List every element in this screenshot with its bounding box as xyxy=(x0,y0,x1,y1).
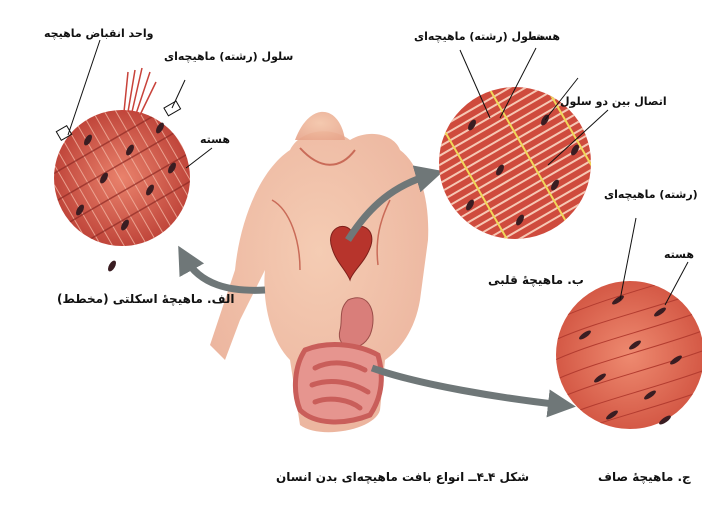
cardiac-nucleus-label: هسته xyxy=(530,30,560,43)
skeletal-muscle-circle xyxy=(8,40,238,286)
cardiac-caption: ب. ماهیچهٔ قلبی xyxy=(488,273,584,287)
skeletal-contractile-unit-label: واحد انقباض ماهیچه xyxy=(44,27,153,40)
intestines-icon xyxy=(295,345,381,422)
skeletal-cell-label: سلول (رشته) ماهیچه‌ای xyxy=(164,50,293,63)
arrow-to-smooth xyxy=(372,368,562,405)
skeletal-nucleus-label: هسته xyxy=(200,133,230,146)
figure-caption: شکل ۴ـ۴ــ انواع بافت ماهیچه‌ای بدن انسان xyxy=(276,470,529,484)
smooth-cell-label: سلول (رشته) ماهیچه‌ای xyxy=(604,188,702,201)
smooth-caption: ج. ماهیچهٔ صاف xyxy=(598,470,691,484)
human-torso-illustration xyxy=(210,112,428,432)
cardiac-junction-label: اتصال بین دو سلول xyxy=(560,95,667,108)
skeletal-caption: الف. ماهیچهٔ اسکلتی (مخطط) xyxy=(57,292,235,306)
cardiac-muscle-circle xyxy=(391,44,641,286)
smooth-nucleus-label: هسته xyxy=(664,248,694,261)
cardiac-cell-label: سلول (رشته) ماهیچه‌ای xyxy=(414,30,543,43)
